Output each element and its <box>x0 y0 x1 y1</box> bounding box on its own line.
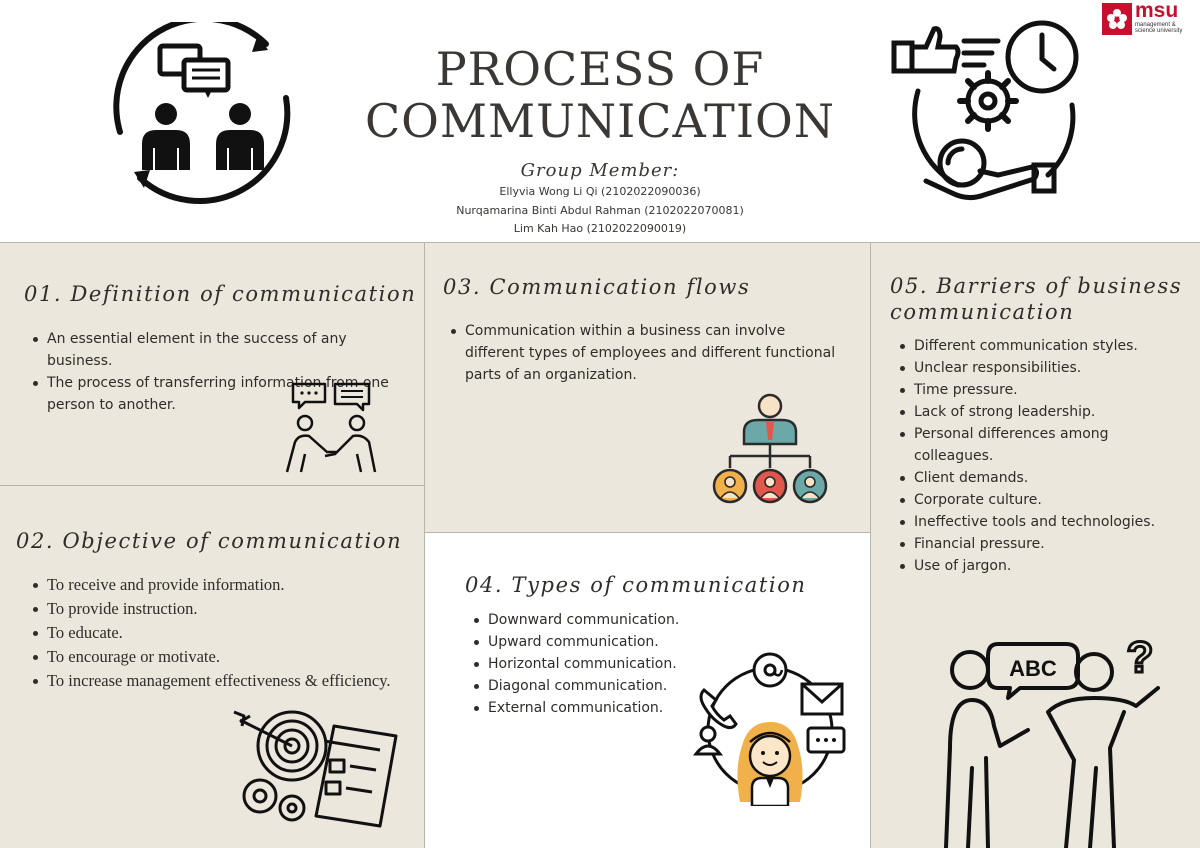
page-title-line2: COMMUNICATION <box>364 94 835 148</box>
divider <box>870 242 871 848</box>
flows-heading: 03. Communication flows <box>443 275 751 299</box>
list-item: Use of jargon. <box>898 555 1188 577</box>
list-item: Client demands. <box>898 467 1188 489</box>
divider <box>0 485 424 486</box>
types-list: Downward communication. Upward communica… <box>472 609 832 719</box>
list-item: Communication within a business can invo… <box>449 320 839 386</box>
question-mark-icon: ? <box>1127 633 1154 682</box>
list-item: To encourage or motivate. <box>31 645 401 669</box>
list-item: An essential element in the success of a… <box>31 328 401 372</box>
objective-list: To receive and provide information. To p… <box>31 573 401 693</box>
list-item: Different communication styles. <box>898 335 1188 357</box>
confused-people-abc-icon: ABC ? <box>928 628 1168 848</box>
list-item: To receive and provide information. <box>31 573 401 597</box>
people-conversation-cycle-icon <box>113 22 291 204</box>
list-item: Corporate culture. <box>898 489 1188 511</box>
divider <box>0 242 1200 243</box>
list-item: Horizontal communication. <box>472 653 832 675</box>
list-item: Time pressure. <box>898 379 1188 401</box>
list-item: Upward communication. <box>472 631 832 653</box>
bubble-abc-text: ABC <box>1009 656 1057 681</box>
logo-tagline-1: management & <box>1135 22 1176 28</box>
list-item: Financial pressure. <box>898 533 1188 555</box>
member-1: Ellyvia Wong Li Qi (2102022090036) <box>499 185 701 198</box>
member-3: Lim Kah Hao (2102022090019) <box>513 222 687 235</box>
barriers-panel <box>870 242 1200 848</box>
list-item: Unclear responsibilities. <box>898 357 1188 379</box>
group-member-label: Group Member: <box>520 160 680 181</box>
logo-tagline-2: science university <box>1135 28 1183 34</box>
barriers-heading-line2: communication <box>890 300 1075 324</box>
list-item: To provide instruction. <box>31 597 401 621</box>
list-item: To increase management effectiveness & e… <box>31 669 401 693</box>
org-hierarchy-icon <box>712 393 828 504</box>
list-item: To educate. <box>31 621 401 645</box>
list-item: Lack of strong leadership. <box>898 401 1188 423</box>
list-item: Personal differences among colleagues. <box>898 423 1188 467</box>
objective-heading: 02. Objective of communication <box>16 529 403 553</box>
logo-wordmark: msu <box>1135 0 1179 22</box>
divider <box>424 532 870 533</box>
target-planning-icon <box>233 710 398 828</box>
msu-logo: msu management & science university <box>1102 0 1195 35</box>
divider <box>424 242 425 848</box>
list-item: Downward communication. <box>472 609 832 631</box>
list-item: Diagonal communication. <box>472 675 832 697</box>
definition-heading: 01. Definition of communication <box>24 282 417 306</box>
barriers-heading-line1: 05. Barriers of business <box>890 274 1183 298</box>
msu-flower-icon <box>1102 3 1132 35</box>
types-heading: 04. Types of communication <box>465 573 807 597</box>
page-title-line1: PROCESS OF <box>435 42 765 96</box>
confused-people-svg: ABC ? <box>944 632 1160 848</box>
list-item: Ineffective tools and technologies. <box>898 511 1188 533</box>
list-item: External communication. <box>472 697 832 719</box>
definition-list: An essential element in the success of a… <box>31 328 401 416</box>
objective-panel <box>0 485 424 848</box>
handshake-conversation-icon <box>285 382 377 473</box>
barriers-list: Different communication styles. Unclear … <box>898 335 1188 577</box>
communication-network-icon <box>692 652 846 806</box>
definition-panel <box>0 242 424 485</box>
flows-list: Communication within a business can invo… <box>449 320 839 386</box>
member-2: Nurqamarina Binti Abdul Rahman (21020220… <box>456 204 744 217</box>
process-cycle-icon <box>891 20 1079 201</box>
list-item: The process of transferring information … <box>31 372 401 416</box>
